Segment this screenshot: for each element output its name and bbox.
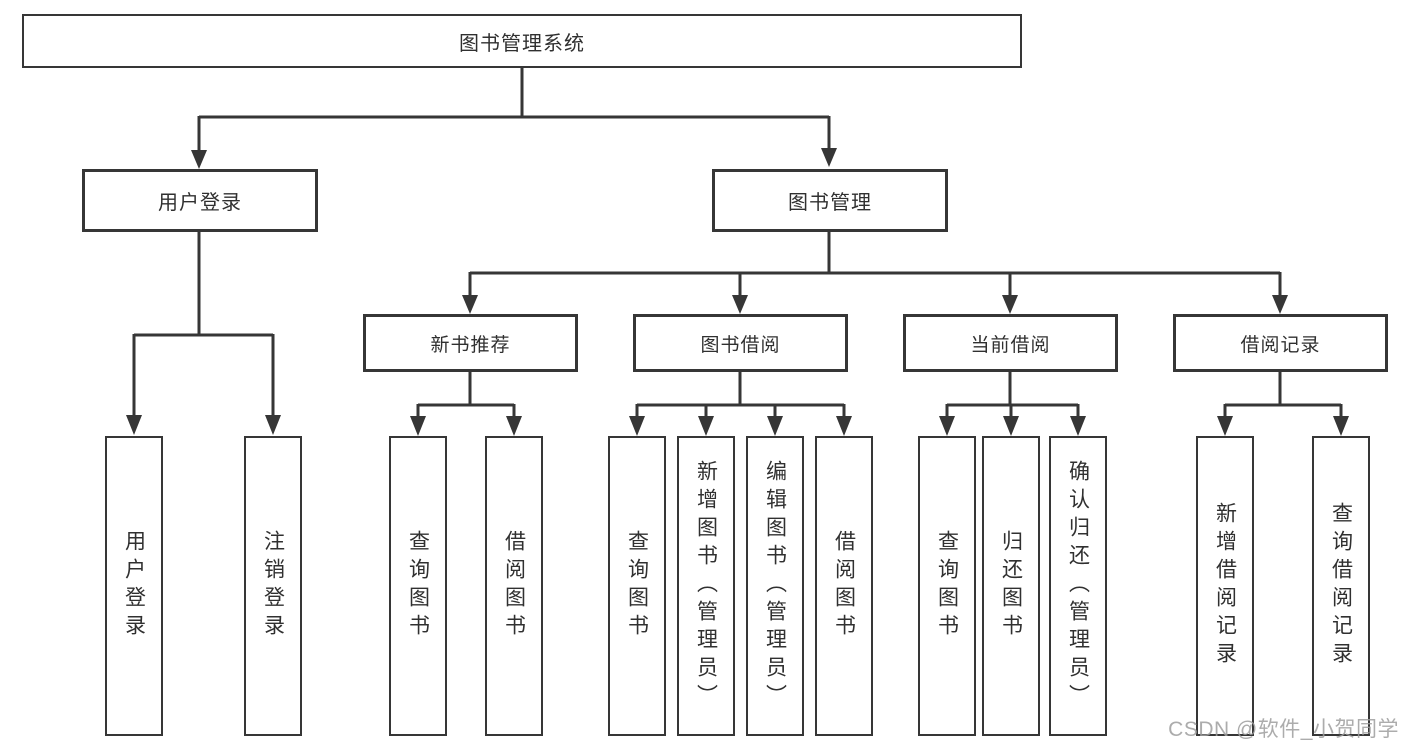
node-library-management-system: 图书管理系统 (22, 14, 1022, 68)
leaf-add-books-admin: 新增图书（管理员） (677, 436, 735, 736)
csdn-watermark: CSDN @软件_小贺同学 (1168, 718, 1399, 741)
leaf-return-books: 归还图书 (982, 436, 1040, 736)
node-label: 图书管理系统 (459, 32, 585, 55)
leaf-label: 借阅图书 (502, 530, 526, 642)
leaf-label: 编辑图书（管理员） (763, 460, 787, 712)
leaf-query-borrow-record: 查询借阅记录 (1312, 436, 1370, 736)
leaf-label: 查询图书 (406, 530, 430, 642)
leaf-logout: 注销登录 (244, 436, 302, 736)
node-label: 图书管理 (788, 192, 872, 214)
leaf-label: 注销登录 (261, 530, 285, 642)
leaf-label: 查询图书 (935, 530, 959, 642)
leaf-label: 新增图书（管理员） (694, 460, 718, 712)
node-current-borrow: 当前借阅 (903, 314, 1118, 372)
leaf-borrow-books-recommend: 借阅图书 (485, 436, 543, 736)
node-label: 用户登录 (158, 192, 242, 214)
leaf-user-login: 用户登录 (105, 436, 163, 736)
leaf-edit-books-admin: 编辑图书（管理员） (746, 436, 804, 736)
node-label: 当前借阅 (970, 334, 1051, 356)
node-book-management: 图书管理 (712, 169, 948, 232)
leaf-label: 归还图书 (999, 530, 1023, 642)
leaf-label: 用户登录 (122, 530, 146, 642)
leaf-label: 借阅图书 (832, 530, 856, 642)
leaf-label: 确认归还（管理员） (1066, 460, 1090, 712)
leaf-add-borrow-record: 新增借阅记录 (1196, 436, 1254, 736)
node-user-login: 用户登录 (82, 169, 318, 232)
leaf-query-books-recommend: 查询图书 (389, 436, 447, 736)
node-new-book-recommend: 新书推荐 (363, 314, 578, 372)
leaf-label: 新增借阅记录 (1213, 502, 1237, 670)
leaf-query-books-current: 查询图书 (918, 436, 976, 736)
node-label: 新书推荐 (430, 334, 511, 356)
node-label: 图书借阅 (700, 334, 781, 356)
leaf-confirm-return-admin: 确认归还（管理员） (1049, 436, 1107, 736)
leaf-borrow-books: 借阅图书 (815, 436, 873, 736)
arrowheads (126, 148, 1349, 436)
node-book-borrow: 图书借阅 (633, 314, 848, 372)
leaf-label: 查询借阅记录 (1329, 502, 1353, 670)
node-borrow-records: 借阅记录 (1173, 314, 1388, 372)
leaf-query-books: 查询图书 (608, 436, 666, 736)
node-label: 借阅记录 (1240, 334, 1321, 356)
leaf-label: 查询图书 (625, 530, 649, 642)
